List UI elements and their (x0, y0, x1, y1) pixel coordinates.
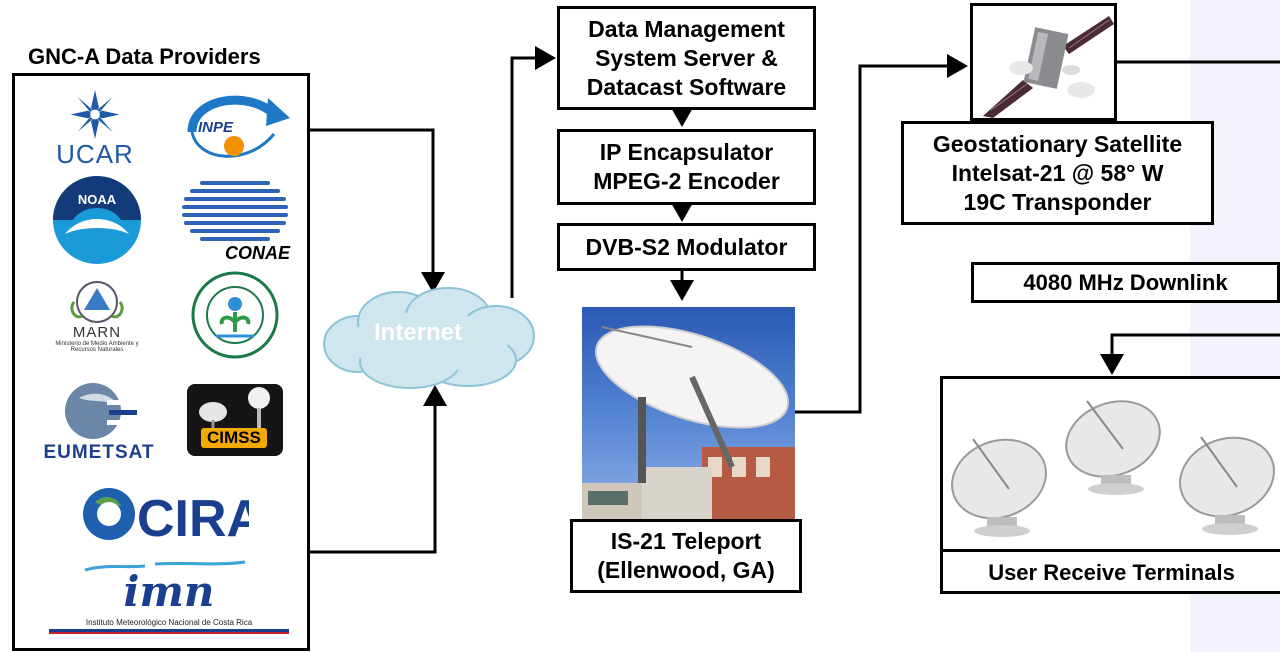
dms-box-line2: System Server & (595, 44, 778, 71)
arrow-providers-to-internet-bottom (305, 385, 447, 554)
noaa-logo-text: NOAA (78, 192, 117, 207)
terminals-divider (940, 549, 1280, 552)
cimss-dish-icon (199, 387, 270, 434)
cimss-badge: CIMSS (187, 384, 283, 456)
conae-logo-text: CONAE (225, 243, 291, 263)
ip-box-line1: IP Encapsulator (599, 139, 774, 165)
ucar-logo-text: UCAR (56, 139, 134, 169)
inpe-arrow-icon: INPE (187, 95, 290, 158)
imn-logo: imn Instituto Meteorológico Nacional de … (45, 554, 293, 640)
satellite-image (970, 3, 1117, 121)
conae-logo: CONAE (179, 176, 297, 264)
marn-logo: MARN Ministerio de Medio Ambiente y Recu… (37, 272, 157, 360)
satellite-box-line3: 19C Transponder (963, 188, 1152, 215)
dvb-box-label: DVB-S2 Modulator (585, 233, 788, 260)
satellite-box: Geostationary Satellite Intelsat-21 @ 58… (901, 121, 1214, 225)
terminals-box-label: User Receive Terminals (988, 560, 1235, 585)
marn-emblem-icon (70, 280, 124, 323)
imn-logo-subtext: Instituto Meteorológico Nacional de Cost… (85, 618, 253, 627)
ip-encapsulator-box: IP Encapsulator MPEG-2 Encoder (557, 129, 816, 205)
imn-logo-text: imn (124, 567, 215, 616)
ucar-logo: UCAR (45, 90, 145, 170)
ucar-star-icon (70, 90, 120, 139)
arrow-downlink-to-terminals (1100, 333, 1280, 375)
epa-seal-icon (191, 271, 279, 359)
satellite-icon (983, 16, 1114, 118)
dms-box: Data Management System Server & Datacast… (557, 6, 816, 110)
teleport-photo (582, 307, 795, 520)
arrow-internet-to-dms (510, 46, 556, 298)
terminals-panel: User Receive Terminals (940, 376, 1280, 594)
cira-logo-text: CIRA (137, 490, 249, 546)
terminal-dish-2 (1065, 400, 1161, 495)
downlink-box-label: 4080 MHz Downlink (1023, 270, 1228, 295)
cimss-logo: CIMSS (185, 382, 285, 458)
eumetsat-logo: EUMETSAT (29, 376, 169, 468)
eumetsat-logo-text: EUMETSAT (43, 442, 155, 463)
teleport-box-line2: (Ellenwood, GA) (597, 557, 775, 583)
cira-wordmark-icon: CIRA (83, 488, 249, 546)
downlink-box: 4080 MHz Downlink (971, 262, 1280, 303)
providers-title: GNC-A Data Providers (28, 44, 261, 69)
ip-box-line2: MPEG-2 Encoder (593, 168, 780, 194)
providers-panel: UCAR INPE NOAA (12, 73, 310, 651)
inpe-logo: INPE (177, 88, 297, 172)
marn-logo-text: MARN (72, 323, 122, 341)
imn-rule-blue (49, 629, 289, 632)
internet-label: Internet (374, 319, 462, 346)
noaa-logo: NOAA (49, 172, 145, 268)
arrow-providers-to-internet-top (310, 128, 445, 293)
eumetsat-globe-icon (65, 383, 137, 439)
teleport-dish-icon (582, 325, 795, 520)
dms-box-line1: Data Management (588, 15, 785, 42)
inpe-logo-text: INPE (198, 119, 234, 136)
teleport-box: IS-21 Teleport (Ellenwood, GA) (570, 519, 802, 593)
cira-logo: CIRA (79, 478, 249, 548)
epa-logo (183, 270, 287, 360)
dvb-modulator-box: DVB-S2 Modulator (557, 223, 816, 271)
dms-box-line3: Datacast Software (586, 73, 787, 100)
noaa-seal-icon: NOAA (53, 176, 141, 264)
conae-globe-icon: CONAE (182, 181, 291, 263)
arrow-teleport-to-satellite (795, 54, 968, 414)
cimss-logo-text: CIMSS (201, 428, 267, 448)
terminal-dish-3 (1179, 436, 1275, 535)
satellite-box-line2: Intelsat-21 @ 58° W (951, 159, 1164, 186)
marn-logo-subtext: Ministerio de Medio Ambiente y Recursos … (55, 340, 139, 353)
terminal-dish-1 (951, 438, 1047, 537)
terminals-dishes-icon (951, 400, 1275, 537)
imn-wordmark-icon: imn (84, 560, 246, 616)
teleport-box-line1: IS-21 Teleport (610, 528, 762, 554)
imn-rule-red (49, 632, 289, 634)
satellite-box-line1: Geostationary Satellite (932, 130, 1183, 157)
internet-cloud: Internet (323, 287, 535, 389)
